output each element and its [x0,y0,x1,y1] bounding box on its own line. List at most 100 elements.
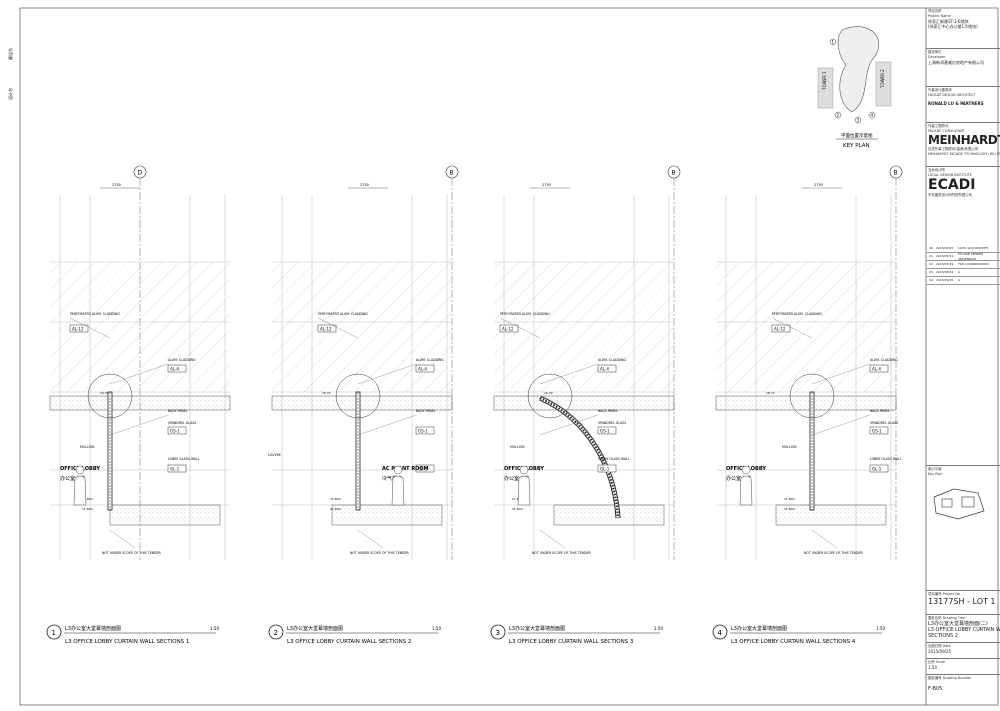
person-figure-head [75,465,85,475]
revision-no: 04 [929,278,933,282]
developer: 上海新鸿基威亿房地产有限公司 [928,60,984,65]
annotation-back-panel: BACK PANEL [870,409,890,413]
room-label-cn: 办公室大堂 [60,475,85,482]
material-tag-box [317,324,337,333]
section-scale: 1:50 [432,626,441,631]
level-mark: 11.600 [512,507,523,511]
annotation-back-panel: BACK PANEL [598,409,618,413]
material-tag-box [69,324,89,333]
annotation-mullion: MULLION [80,445,95,449]
ecadi-logo: ECADI [928,177,976,193]
leader-line [539,529,566,549]
level-mark: 11.800 [330,497,341,501]
mini-key-plan [933,488,985,520]
section-title-en: L3 OFFICE LOBBY CURTAIN WALL SECTIONS 1 [65,639,189,645]
section-number-bubble [268,624,284,640]
ground-slab [331,504,443,526]
material-tag-box [499,324,519,333]
material-tag: GL-1 [872,467,882,472]
key-plan-tower-2: TOWER 2 [880,69,885,89]
material-tag-box [597,464,617,473]
revision-date: 2015/03/25 [936,246,954,250]
facade-architect: RONALD LU & PARTNERS [928,101,984,106]
revision-desc: FOR COORDINATION [958,262,989,266]
section-number-bubble [712,624,728,640]
person-figure-body [517,475,531,506]
leader-line [539,414,599,436]
detail-callout [527,373,573,419]
developer-cell: 建设单位 Developer 上海新鸿基威亿房地产有限公司 [926,48,1000,86]
person-figure-body [73,475,87,506]
annotation-back-panel: BACK PANEL [416,409,436,413]
section-title-en: L3 OFFICE LOBBY CURTAIN WALL SECTIONS 2 [287,639,411,645]
annotation-alum-cladding: ALUM. CLADDING [870,358,898,362]
material-tag: AL-4 [600,367,609,372]
key-plan-title-en: KEY PLAN [843,143,870,149]
material-tag: AL-12 [320,327,332,332]
revision-desc: A [958,278,961,282]
section-title-en: L3 OFFICE LOBBY CURTAIN WALL SECTIONS 3 [509,639,634,645]
dimension-label: 2750 [542,183,551,187]
annotation-perforated: PERFORATED ALUM. CLADDING [772,312,822,316]
key-plan: TOWER 1 TOWER 2 1 2 3 4 平面位置示意图 KEY PLAN [817,26,892,149]
key-plan-marker: 2 [837,113,840,118]
scale-label: 比例 Scale [928,660,945,664]
dimension-label: 2750 [360,183,369,187]
section-title-cn: L3办公室大堂幕墙剖面图 [287,625,343,632]
revision-date: 2015/08/14 [936,270,954,274]
grid-label: B [450,170,454,177]
leader-line [109,414,169,436]
section-number: 3 [496,629,500,637]
facade-architect-label: 外幕设计建筑师 FACADE DESIGN ARCHITECT [928,88,976,97]
person-figure-body [391,475,405,506]
grid-label: B [894,170,898,177]
annotation-lobby-glass: LOBBY GLASS WALL [870,457,902,461]
leader-line [357,529,384,549]
floor-slab [715,395,897,411]
material-tag-box [869,426,889,435]
floor-slab [271,395,453,411]
annotation-louvre: LOUVRE [268,453,281,457]
section-title-en: L3 OFFICE LOBBY CURTAIN WALL SECTIONS 4 [731,639,856,645]
developer-label: 建设单位 Developer [928,50,946,59]
date: 2015/09/25 [928,649,952,654]
level-mark: 16.70 [766,391,775,395]
room-label-cn: 冷气机房 [382,475,402,482]
annotation-lobby-glass: LOBBY GLASS WALL [168,457,200,461]
project-no-label: 项目编号 Project No. [928,592,961,596]
level-mark: 16.70 [544,391,553,395]
leader-line [811,529,838,549]
level-mark: 11.800 [82,497,93,501]
revision-no: 02 [929,262,933,266]
material-tag-box [869,464,889,473]
section-scale: 1:50 [210,626,219,631]
material-tag-box [869,364,889,373]
key-plan-tower-1: TOWER 1 [822,71,827,91]
material-tag: AL-12 [774,327,786,332]
leader-line [539,363,599,385]
section-number-bubble [490,624,506,640]
curtain-wall-hatch [716,262,896,392]
date-label: 出图日期 Date [928,644,951,648]
revision-date: 2015/05/11 [936,254,954,258]
curtain-wall-hatch [494,262,674,392]
ground-slab [109,504,221,526]
material-tag-box [415,464,435,473]
local-design-sub: 华东建筑设计研究院有限公司 [928,193,973,197]
leader-line [317,317,359,339]
person-figure-head [393,465,403,475]
material-tag-box [167,364,187,373]
room-label-en: AC PLANT ROOM [382,466,429,472]
material-tag: GL-1 [600,467,610,472]
grid-label: D [138,170,143,177]
person-figure-head [519,465,529,475]
revision-no: 01 [929,254,933,258]
key-plan-cell: 索引平面 Key Plan [926,465,1000,575]
